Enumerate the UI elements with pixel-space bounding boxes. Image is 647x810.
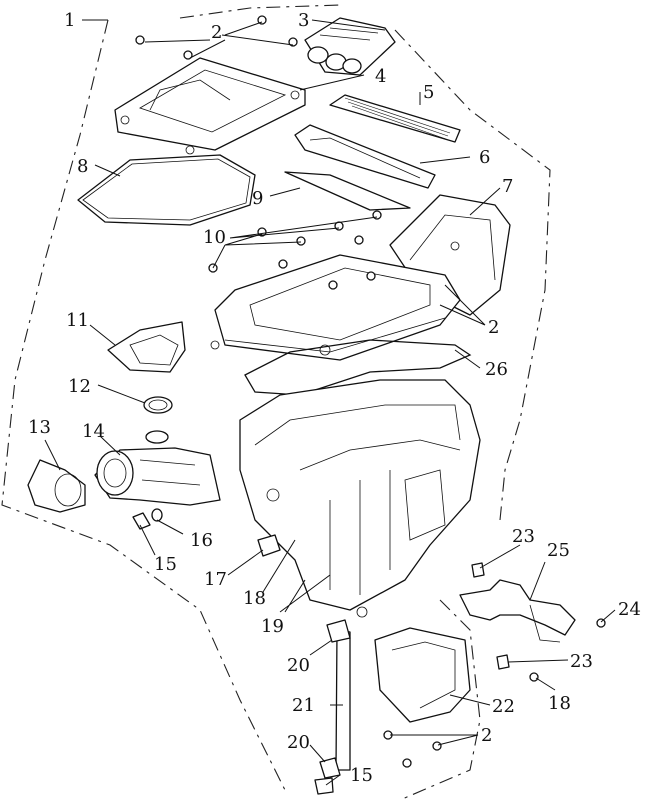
leader-lines — [44, 19, 616, 786]
callout-9: 9 — [252, 188, 263, 209]
callout-2-top: 2 — [211, 22, 222, 43]
callout-19: 19 — [261, 616, 284, 637]
part-17-spigot — [257, 534, 281, 557]
callout-18-right: 18 — [548, 693, 571, 714]
callout-5: 5 — [423, 82, 434, 103]
callout-21: 21 — [292, 695, 315, 716]
callout-17: 17 — [204, 569, 227, 590]
callout-4: 4 — [375, 66, 386, 87]
callout-2-bottom: 2 — [481, 725, 492, 746]
part-15-16-fittings — [132, 508, 163, 530]
callout-18-left: 18 — [243, 588, 266, 609]
part-5-filter — [329, 94, 461, 143]
part-12-clamp — [143, 396, 173, 414]
callout-22: 22 — [492, 696, 515, 717]
callout-6: 6 — [479, 147, 490, 168]
part-26-gasket — [244, 339, 472, 396]
callout-8: 8 — [77, 156, 88, 177]
callout-numbers: 1 2 3 4 5 6 7 8 9 10 2 11 26 12 13 14 16… — [28, 10, 641, 786]
callout-15-left: 15 — [154, 554, 177, 575]
part-21-hose — [314, 619, 351, 795]
fastener-bolts — [135, 15, 606, 768]
part-13-boot — [27, 459, 86, 513]
callout-23-top: 23 — [512, 526, 535, 547]
upper-housing — [210, 254, 461, 361]
part-8-gasket — [77, 154, 256, 226]
part-23-clips — [471, 562, 510, 670]
callout-14: 14 — [82, 421, 105, 442]
part-25-bracket — [459, 579, 576, 643]
callout-3: 3 — [298, 10, 309, 31]
callout-12: 12 — [68, 376, 91, 397]
callout-26: 26 — [485, 359, 508, 380]
part-14-tube — [94, 430, 221, 506]
callout-11: 11 — [66, 310, 89, 331]
part-11-funnel — [107, 321, 186, 373]
part-9-sheet — [284, 171, 411, 211]
callout-20-top: 20 — [287, 655, 310, 676]
callout-16: 16 — [190, 530, 213, 551]
callout-23-bottom: 23 — [570, 651, 593, 672]
callout-1: 1 — [64, 10, 75, 31]
assembly-boundary — [1, 4, 551, 801]
callout-15-bottom: 15 — [350, 765, 373, 786]
callout-2-middle: 2 — [488, 317, 499, 338]
part-22-cover — [374, 627, 471, 723]
callout-24: 24 — [618, 599, 641, 620]
part-3-snorkel — [304, 17, 396, 76]
callout-25: 25 — [547, 540, 570, 561]
part-4-cover — [114, 57, 306, 155]
callout-20-bottom: 20 — [287, 732, 310, 753]
callout-7: 7 — [502, 176, 513, 197]
part-6-frame — [294, 124, 436, 189]
lower-housing — [239, 379, 481, 618]
callout-13: 13 — [28, 417, 51, 438]
callout-10: 10 — [203, 227, 226, 248]
